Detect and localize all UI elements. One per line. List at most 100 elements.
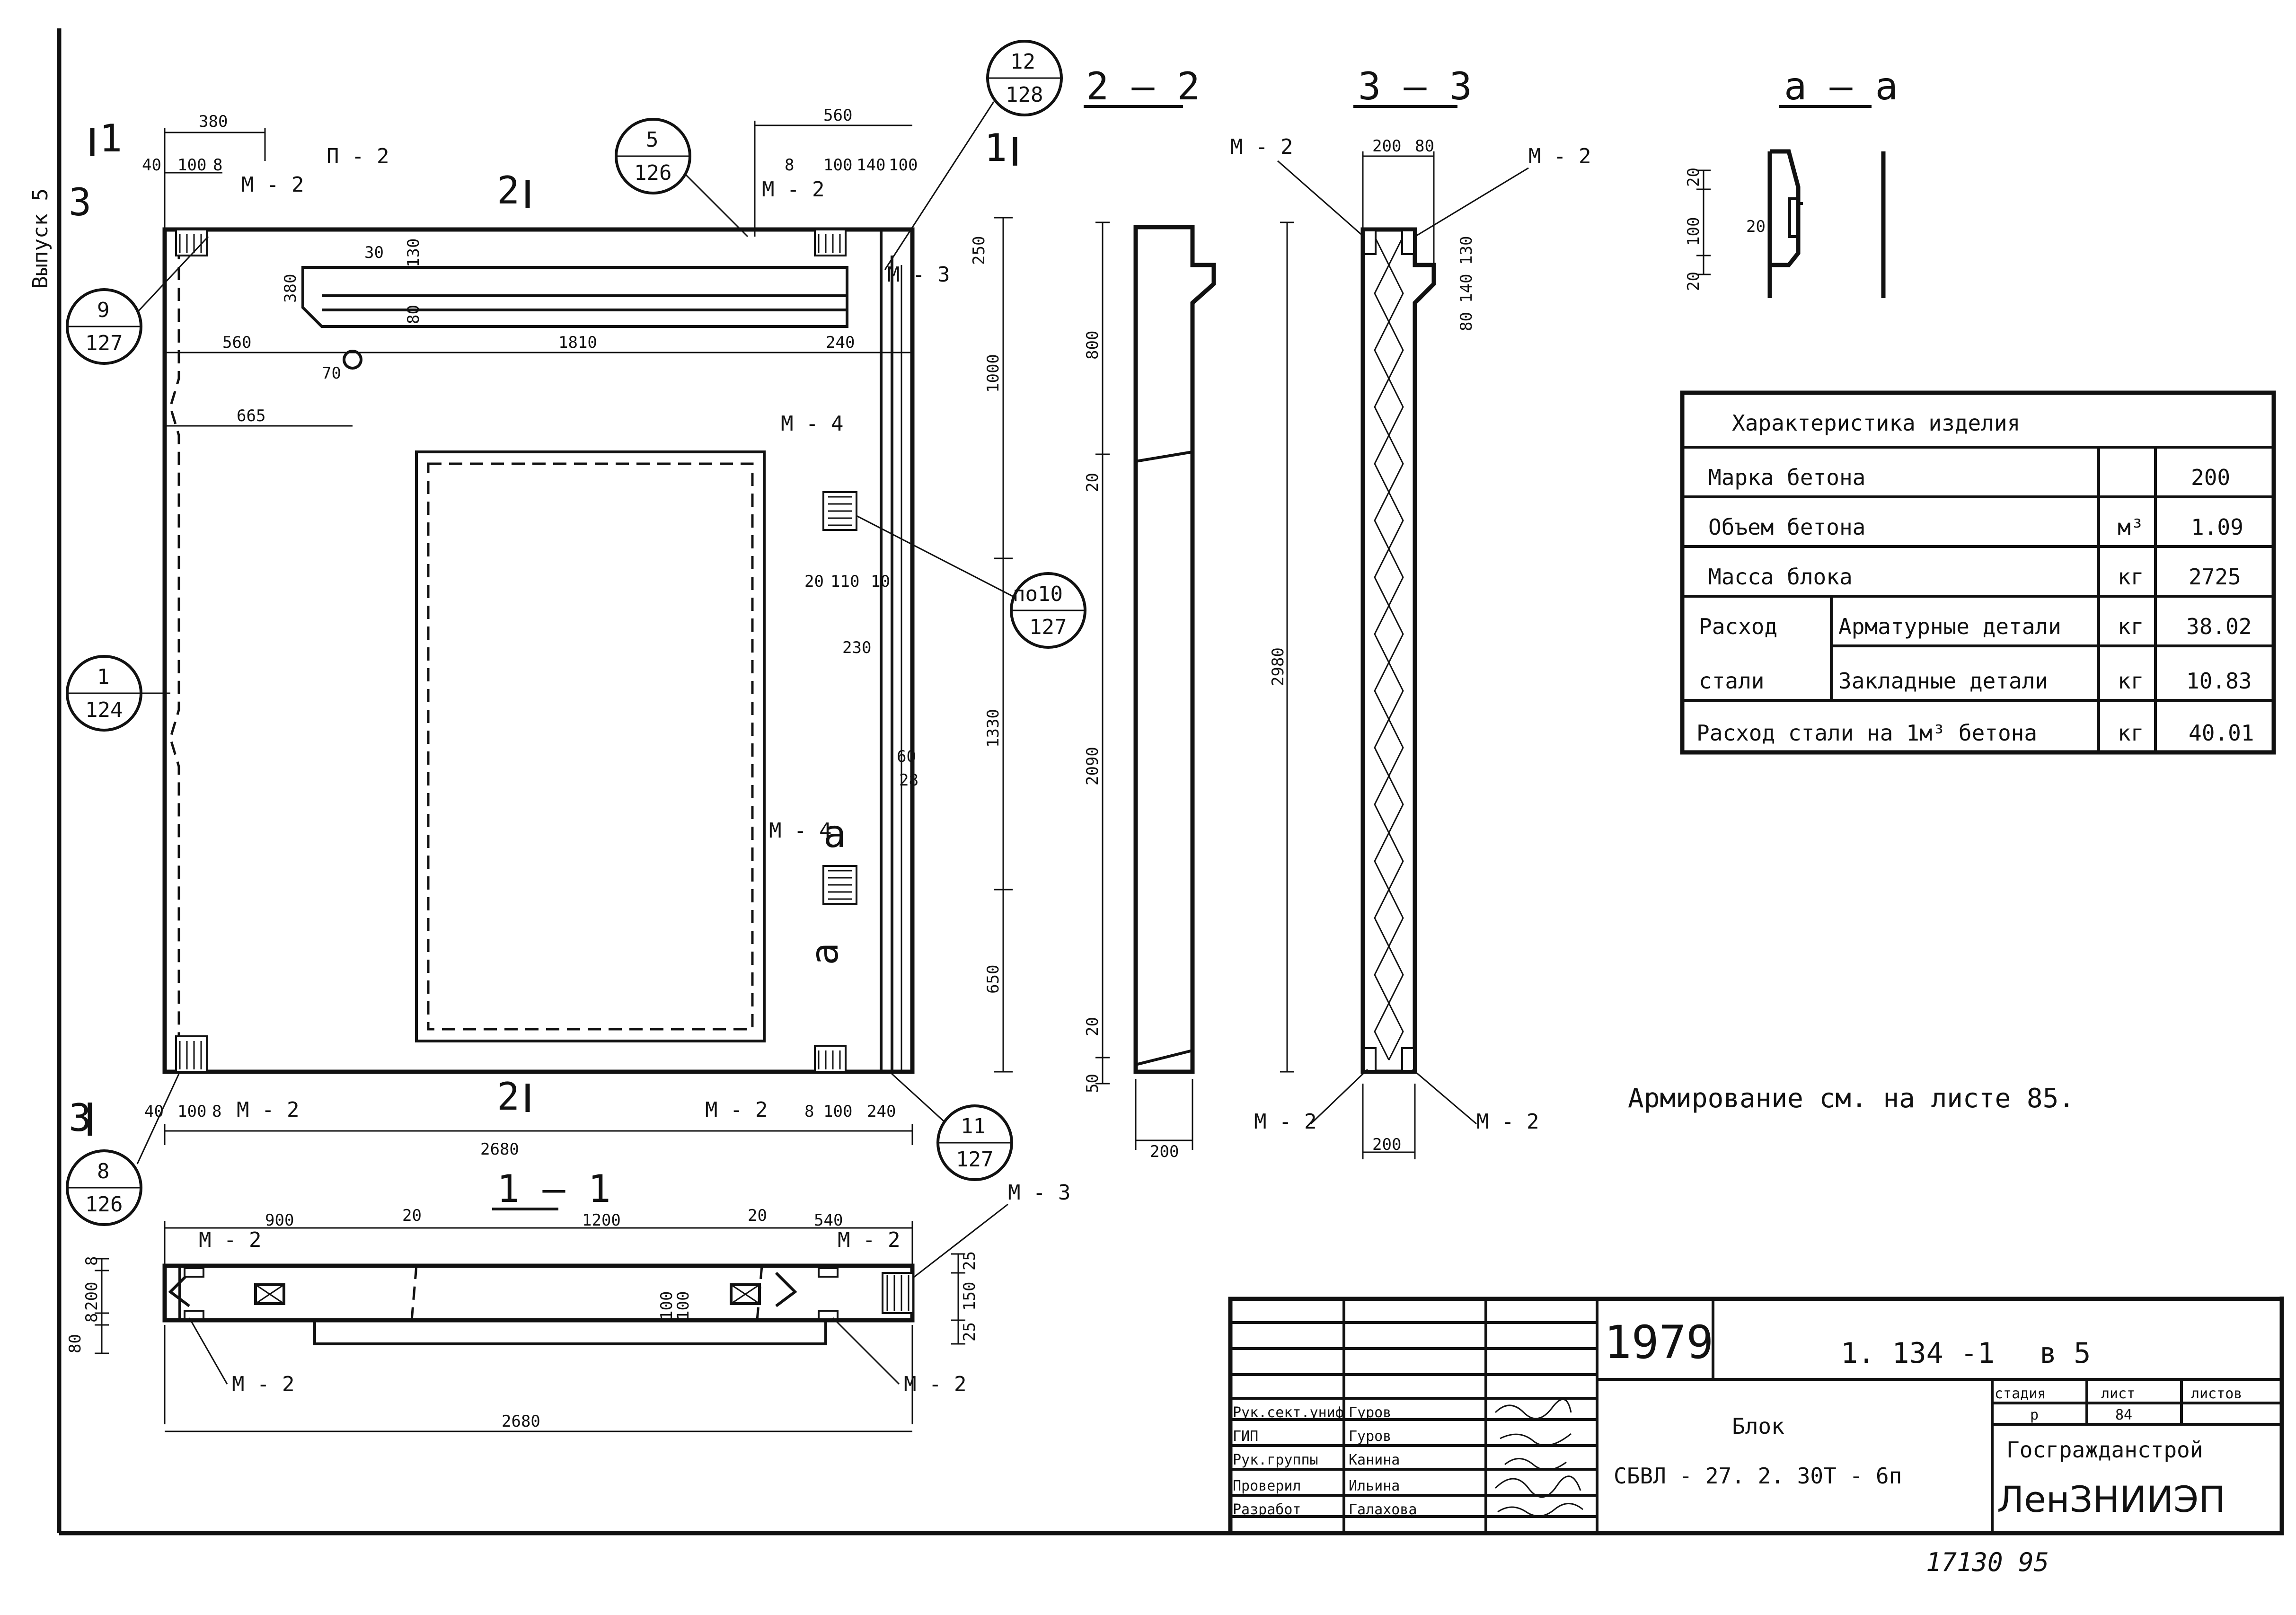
svg-text:84: 84 — [2115, 1407, 2132, 1423]
svg-text:230: 230 — [842, 638, 871, 657]
svg-text:30: 30 — [364, 243, 384, 262]
svg-text:Расход: Расход — [1699, 614, 1777, 639]
svg-text:40: 40 — [142, 156, 161, 175]
svg-text:20: 20 — [402, 1206, 422, 1225]
lifting-loop — [343, 350, 362, 370]
section-2-2: 2 — 2 800 20 2090 20 50 200 — [1083, 64, 1216, 1161]
svg-text:20: 20 — [1083, 1017, 1102, 1036]
title-code: 1. 134 -1 — [1841, 1337, 1995, 1370]
svg-text:8: 8 — [212, 1102, 221, 1121]
callout-po10-127: по10 127 — [856, 515, 1086, 649]
title-block: 1979 1. 134 -1 в 5 Блок СБВЛ - 27. 2. 30… — [1228, 1297, 2284, 1536]
cut-mark-a-bottom: а — [803, 943, 847, 965]
svg-text:80: 80 — [404, 305, 423, 324]
plan-outline — [162, 227, 915, 1074]
svg-text:8: 8 — [804, 1102, 814, 1121]
svg-text:8: 8 — [213, 156, 222, 175]
svg-text:М - 2: М - 2 — [199, 1228, 261, 1252]
svg-text:800: 800 — [1083, 331, 1102, 360]
svg-text:М - 2: М - 2 — [1254, 1110, 1316, 1134]
svg-text:12: 12 — [1010, 50, 1035, 74]
svg-text:140: 140 — [1457, 274, 1476, 303]
svg-text:8: 8 — [82, 1313, 101, 1323]
mark-p2: П - 2 — [327, 144, 389, 168]
svg-text:кг: кг — [2118, 720, 2144, 746]
title-issue: в 5 — [2040, 1337, 2091, 1370]
svg-text:380: 380 — [199, 112, 228, 131]
svg-text:28: 28 — [899, 771, 918, 790]
plan-view: 380 40 100 8 560 140 100 8 100 560 1810 … — [66, 40, 1086, 1226]
svg-text:Рук.сект.униф: Рук.сект.униф — [1233, 1404, 1344, 1421]
signatures — [1494, 1398, 1583, 1517]
svg-text:127: 127 — [85, 331, 123, 355]
mark-m2-br: М - 2 — [705, 1098, 768, 1122]
svg-text:лист: лист — [2101, 1386, 2135, 1402]
svg-text:70: 70 — [322, 364, 341, 383]
svg-text:100: 100 — [177, 1102, 206, 1121]
svg-text:127: 127 — [956, 1147, 993, 1172]
mark-m4-upper: М - 4 — [781, 412, 843, 436]
svg-text:100: 100 — [177, 156, 206, 175]
window-opening — [415, 450, 766, 1042]
svg-text:130: 130 — [404, 238, 423, 267]
svg-text:1: 1 — [97, 665, 110, 689]
svg-text:Гуров: Гуров — [1349, 1428, 1391, 1445]
cut-mark-3-bottom: 3 — [69, 1096, 91, 1140]
svg-text:11: 11 — [961, 1114, 986, 1138]
cut-mark-a-top: а — [823, 812, 846, 856]
section-a-a: а — а 20 100 20 20 — [1684, 64, 1898, 298]
svg-text:25: 25 — [960, 1322, 979, 1341]
svg-text:М - 2: М - 2 — [1230, 135, 1293, 159]
callout-8-126: 8 126 — [66, 1071, 181, 1226]
svg-text:100: 100 — [1684, 217, 1703, 246]
callout-12-128: 12 128 — [884, 40, 1063, 270]
svg-text:20: 20 — [748, 1206, 767, 1225]
svg-text:8: 8 — [82, 1256, 101, 1266]
cut-mark-1-left: 1 — [99, 116, 122, 160]
svg-text:38.02: 38.02 — [2186, 614, 2252, 639]
svg-text:100: 100 — [657, 1291, 676, 1320]
svg-text:Марка бетона: Марка бетона — [1708, 465, 1865, 490]
mark-m4-lower: М - 4 — [769, 819, 831, 843]
svg-text:Масса блока: Масса блока — [1708, 564, 1853, 590]
mark-m2-tr: М - 2 — [762, 177, 824, 202]
svg-text:665: 665 — [237, 406, 265, 425]
lintel-recess — [301, 266, 848, 328]
svg-text:80: 80 — [66, 1334, 85, 1353]
mark-m2-bl: М - 2 — [237, 1098, 299, 1122]
svg-text:2680: 2680 — [502, 1412, 540, 1431]
svg-text:100: 100 — [823, 156, 852, 175]
svg-text:М - 2: М - 2 — [1528, 144, 1591, 168]
svg-text:Канина: Канина — [1349, 1452, 1400, 1468]
svg-text:140: 140 — [857, 156, 885, 175]
svg-text:Ильина: Ильина — [1349, 1478, 1400, 1494]
embed-m2-br — [814, 1045, 847, 1073]
svg-text:380: 380 — [281, 274, 300, 303]
mark-m3: М - 3 — [887, 263, 950, 287]
svg-text:25: 25 — [960, 1251, 979, 1271]
callout-1-124: 1 124 — [66, 655, 170, 732]
footer-number: 17130 95 — [1926, 1547, 2049, 1577]
section-2-2-title: 2 — 2 — [1086, 64, 1200, 108]
svg-text:80: 80 — [1457, 312, 1476, 331]
svg-text:ГИП: ГИП — [1233, 1428, 1258, 1445]
margin-label: Выпуск 5 — [28, 188, 53, 289]
svg-text:130: 130 — [1457, 236, 1476, 265]
svg-text:650: 650 — [984, 965, 1003, 994]
section-1-1: 1 — 1 900 20 1200 20 540 2680 25 150 25 … — [66, 1167, 1070, 1432]
svg-text:20: 20 — [1684, 272, 1703, 291]
svg-text:М - 2: М - 2 — [904, 1372, 966, 1396]
svg-text:20: 20 — [1083, 473, 1102, 492]
svg-text:200: 200 — [2191, 465, 2230, 490]
svg-text:100: 100 — [674, 1291, 693, 1320]
embed-m2-tr — [814, 229, 847, 256]
svg-text:5: 5 — [646, 128, 659, 152]
svg-text:Расход стали на 1м³ бетона: Расход стали на 1м³ бетона — [1696, 720, 2037, 746]
svg-text:20: 20 — [1746, 217, 1766, 236]
svg-text:560: 560 — [222, 333, 251, 352]
svg-text:Рук.группы: Рук.группы — [1233, 1452, 1318, 1468]
svg-text:1000: 1000 — [984, 354, 1003, 393]
svg-text:10.83: 10.83 — [2186, 668, 2252, 694]
svg-text:9: 9 — [97, 298, 110, 322]
svg-text:стали: стали — [1699, 668, 1764, 694]
